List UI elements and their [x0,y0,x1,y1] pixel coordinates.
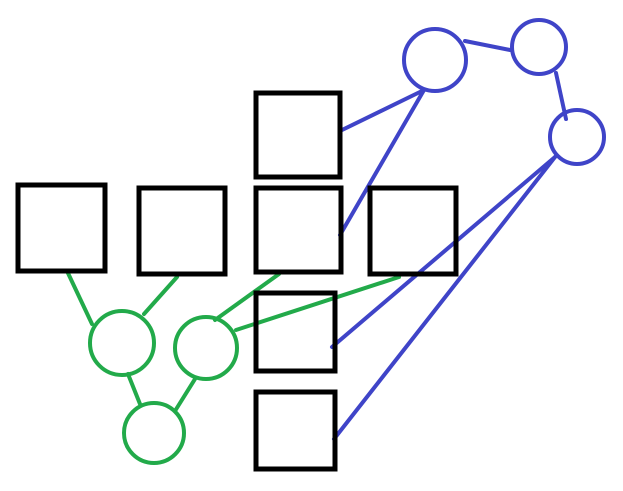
blue-node-1 [402,27,468,93]
box-center [253,185,344,275]
blue-tree-edges [330,39,568,441]
edge-box-lower-to-blue-node-3 [330,155,557,349]
box-left-1 [15,182,108,274]
edge-green-node-1-to-green-node-3 [126,372,142,406]
box-top [253,90,343,180]
box-right [367,185,459,277]
blue-node-2 [510,18,568,76]
green-node-1 [88,309,156,377]
green-nodes [88,309,239,465]
edge-box-top-to-blue-node-1 [338,88,426,133]
box-bottom [253,389,338,472]
edge-box-bottom-to-blue-node-3 [332,155,557,441]
blue-node-3 [548,108,606,166]
edge-blue-node-1-to-blue-node-2 [463,39,512,52]
box-left-2 [136,185,228,277]
edge-box-center-to-blue-node-1 [338,88,426,237]
edge-box-left-1-to-green-node-1 [65,269,94,326]
edge-box-left-2-to-green-node-1 [142,275,179,316]
edge-box-center-to-green-node-2 [213,272,281,322]
green-node-3 [122,401,186,465]
box-lower [253,290,338,374]
green-tree-edges [65,269,401,413]
edge-green-node-2-to-green-node-3 [173,377,197,413]
green-node-2 [173,315,239,381]
boxes [15,90,459,472]
blue-nodes [402,18,606,166]
edge-box-right-to-green-node-2 [234,275,401,332]
